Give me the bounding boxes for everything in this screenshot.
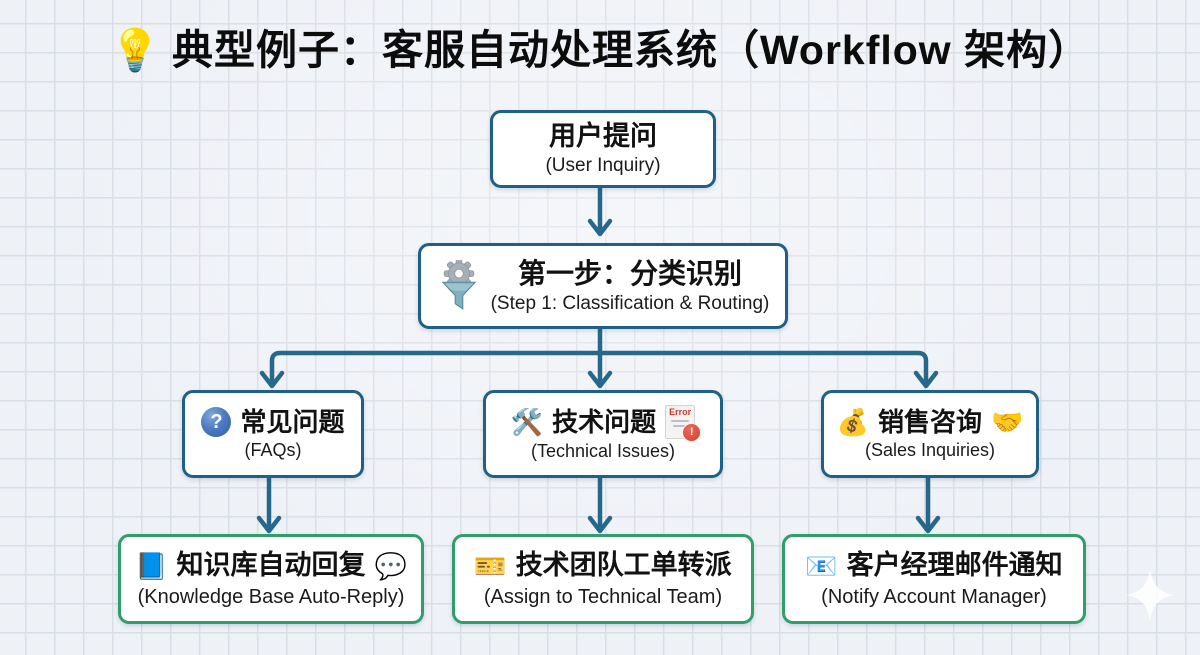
error-label: Error (669, 407, 692, 418)
email-icon: 📧 (805, 550, 838, 581)
node-user-inquiry: 用户提问 (User Inquiry) (490, 110, 716, 188)
node-label-zh: 客户经理邮件通知 (846, 550, 1063, 581)
speech-balloon-icon: 💬 (374, 550, 407, 581)
node-step1-classification: 第一步：分类识别 (Step 1: Classification & Routi… (418, 243, 788, 329)
node-label-zh: 常见问题 (240, 406, 345, 437)
node-label-zh: 第一步：分类识别 (517, 258, 742, 290)
light-bulb-icon: 💡 (109, 27, 162, 73)
node-label-en: (FAQs) (244, 440, 302, 461)
arrowhead-down-icon (259, 370, 285, 389)
node-label-en: (Knowledge Base Auto-Reply) (137, 585, 405, 608)
question-circle-icon: ? (201, 407, 232, 438)
hammer-wrench-icon: 🛠️ (510, 406, 544, 437)
handshake-icon: 🤝 (991, 406, 1024, 437)
node-label-en: (User Inquiry) (545, 155, 661, 177)
error-document-icon: Error ! (665, 405, 702, 443)
arrowhead-down-icon (256, 515, 282, 534)
node-email-notification: 📧 客户经理邮件通知 (Notify Account Manager) (782, 534, 1086, 624)
node-label-en: (Technical Issues) (530, 441, 676, 462)
page-title: 💡典型例子：客服自动处理系统（Workflow 架构） (0, 16, 1200, 76)
ticket-icon: 🎫 (474, 550, 507, 581)
node-label-en: (Sales Inquiries) (864, 440, 996, 461)
branch-bar (269, 350, 929, 384)
money-bag-icon: 💰 (836, 406, 869, 437)
sparkle-icon (1126, 569, 1174, 621)
node-label-zh: 知识库自动回复 (176, 550, 366, 581)
arrowhead-down-icon (915, 515, 941, 534)
gear-funnel-icon (441, 259, 476, 310)
node-label-zh: 技术问题 (552, 406, 657, 437)
node-knowledge-base-reply: 📘 知识库自动回复 💬 (Knowledge Base Auto-Reply) (118, 534, 424, 624)
error-exclamation-icon: ! (682, 423, 702, 443)
arrowhead-down-icon (913, 370, 939, 389)
node-technical-issues: 🛠️ 技术问题 Error ! (Technical Issues) (483, 390, 723, 478)
node-sales-inquiries: 💰 销售咨询 🤝 (Sales Inquiries) (821, 390, 1039, 478)
arrowhead-down-icon (587, 370, 613, 389)
arrowhead-down-icon (587, 515, 613, 534)
arrowhead-down-icon (587, 218, 613, 237)
node-label-zh: 用户提问 (549, 120, 657, 151)
node-faqs: ? 常见问题 (FAQs) (182, 390, 364, 478)
node-ticket-assignment: 🎫 技术团队工单转派 (Assign to Technical Team) (452, 534, 754, 624)
node-label-en: (Step 1: Classification & Routing) (490, 293, 770, 315)
node-label-en: (Notify Account Manager) (821, 585, 1047, 608)
page-title-text: 典型例子：客服自动处理系统（Workflow 架构） (171, 27, 1091, 73)
node-label-zh: 技术团队工单转派 (515, 550, 732, 581)
node-label-en: (Assign to Technical Team) (483, 585, 723, 608)
node-label-zh: 销售咨询 (877, 406, 982, 437)
blue-book-icon: 📘 (135, 550, 168, 581)
